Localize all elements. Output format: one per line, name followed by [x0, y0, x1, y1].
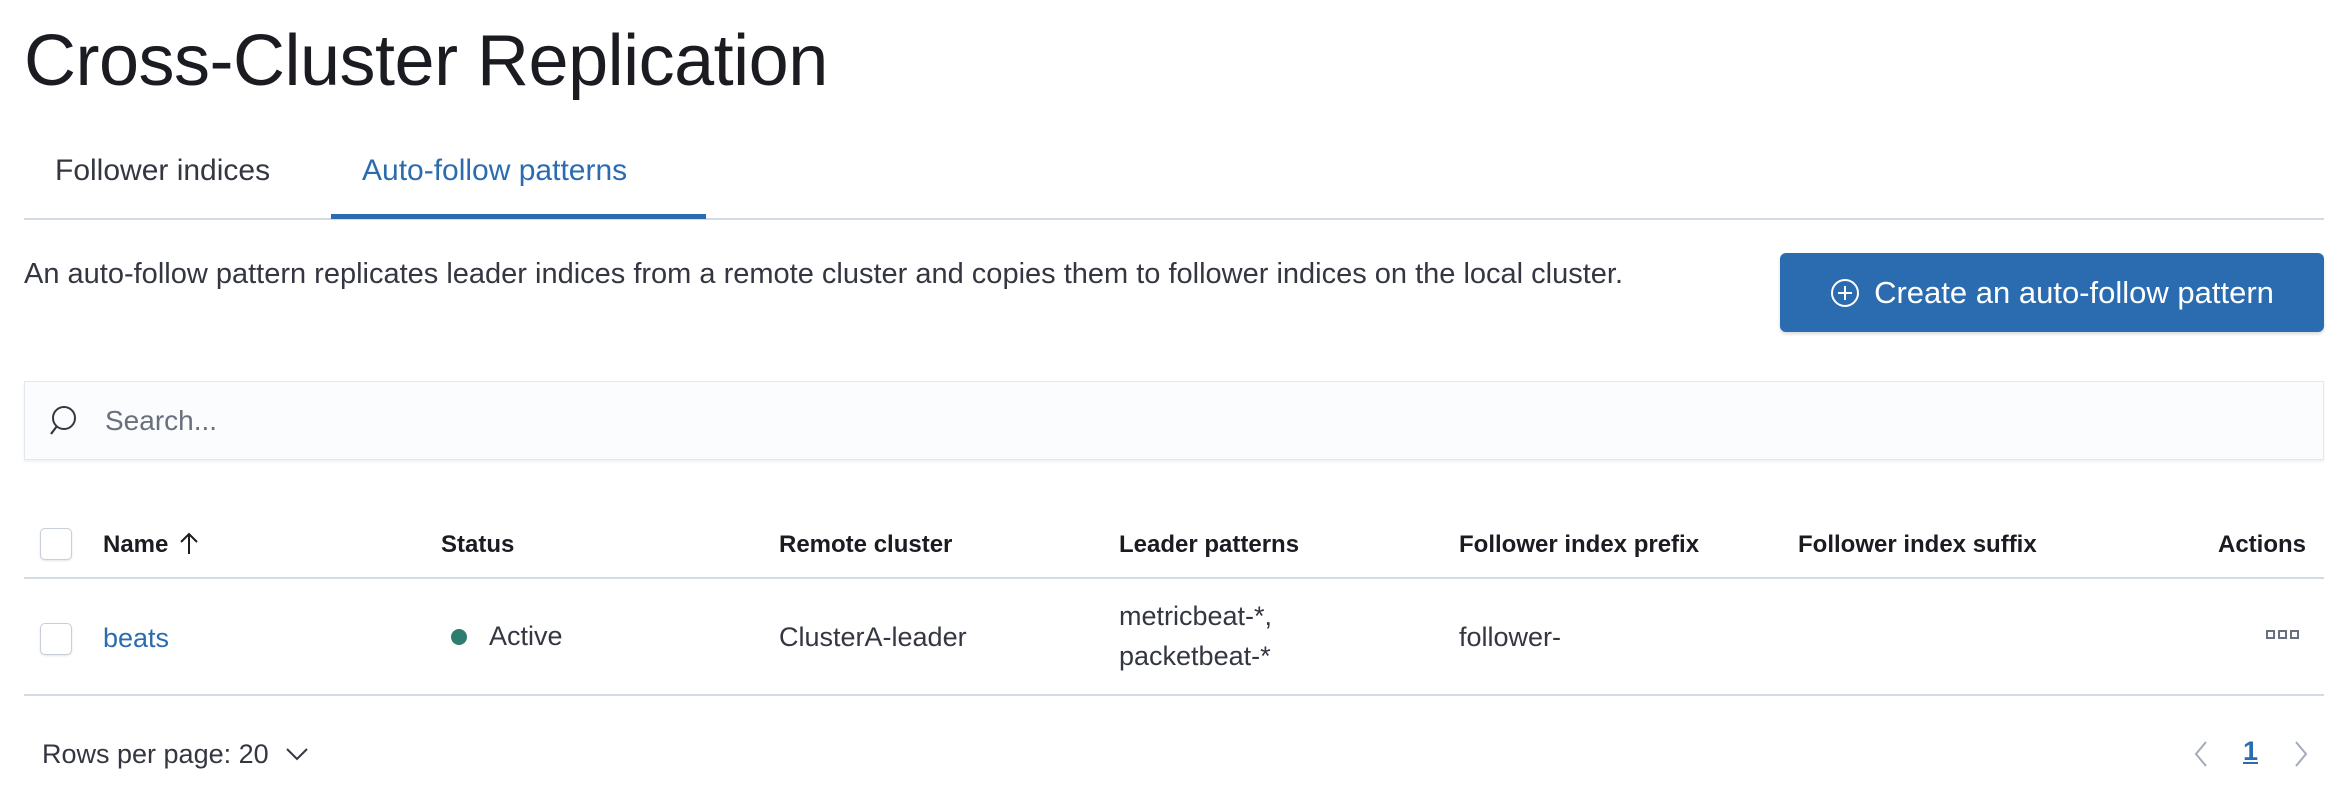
follower-prefix-cell: follower-	[1459, 622, 1562, 652]
row-divider	[24, 694, 2324, 696]
select-all-checkbox[interactable]	[40, 528, 72, 560]
rows-per-page-label: Rows per page: 20	[42, 739, 269, 769]
search-icon	[50, 405, 76, 435]
search-input[interactable]	[103, 403, 2307, 438]
ellipsis-icon	[2266, 630, 2299, 639]
column-header-status: Status	[441, 531, 515, 558]
column-header-leader-patterns: Leader patterns	[1119, 531, 1300, 558]
column-header-follower-prefix: Follower index prefix	[1459, 531, 1700, 558]
column-label: Name	[103, 531, 169, 558]
previous-page-button[interactable]	[2194, 740, 2208, 773]
create-auto-follow-pattern-button[interactable]: Create an auto-follow pattern	[1780, 253, 2324, 332]
create-button-label: Create an auto-follow pattern	[1874, 274, 2274, 310]
chevron-down-icon	[285, 748, 308, 761]
tab-follower-indices[interactable]: Follower indices	[55, 154, 271, 187]
column-header-actions: Actions	[2217, 531, 2306, 558]
column-header-remote-cluster: Remote cluster	[779, 531, 953, 558]
row-checkbox[interactable]	[40, 623, 72, 655]
column-header-follower-suffix: Follower index suffix	[1798, 531, 2037, 558]
tabs-divider	[24, 218, 2324, 220]
tab-auto-follow-patterns[interactable]: Auto-follow patterns	[362, 154, 628, 187]
page-description: An auto-follow pattern replicates leader…	[24, 258, 1624, 290]
leader-pattern-1: metricbeat-*,	[1119, 601, 1273, 631]
chevron-left-icon	[2194, 741, 2207, 767]
chevron-right-icon	[2295, 741, 2308, 767]
rows-per-page-select[interactable]: Rows per page: 20	[42, 734, 309, 774]
pattern-name-link[interactable]: beats	[103, 623, 170, 653]
sort-ascending-icon	[180, 532, 199, 554]
status-text: Active	[489, 621, 563, 651]
actions-menu-button[interactable]	[2265, 628, 2301, 647]
page-1-button[interactable]: 1	[2243, 736, 2259, 766]
next-page-button[interactable]	[2294, 740, 2308, 773]
column-header-name[interactable]: Name	[103, 528, 200, 562]
remote-cluster-cell: ClusterA-leader	[779, 622, 967, 652]
leader-pattern-2: packetbeat-*	[1119, 641, 1271, 671]
selected-tab-indicator	[331, 214, 706, 219]
page-title: Cross-Cluster Replication	[24, 21, 828, 101]
plus-in-circle-icon	[1831, 278, 1860, 307]
header-divider	[24, 577, 2324, 579]
search-bar[interactable]	[24, 381, 2324, 460]
status-dot-icon	[451, 629, 467, 645]
